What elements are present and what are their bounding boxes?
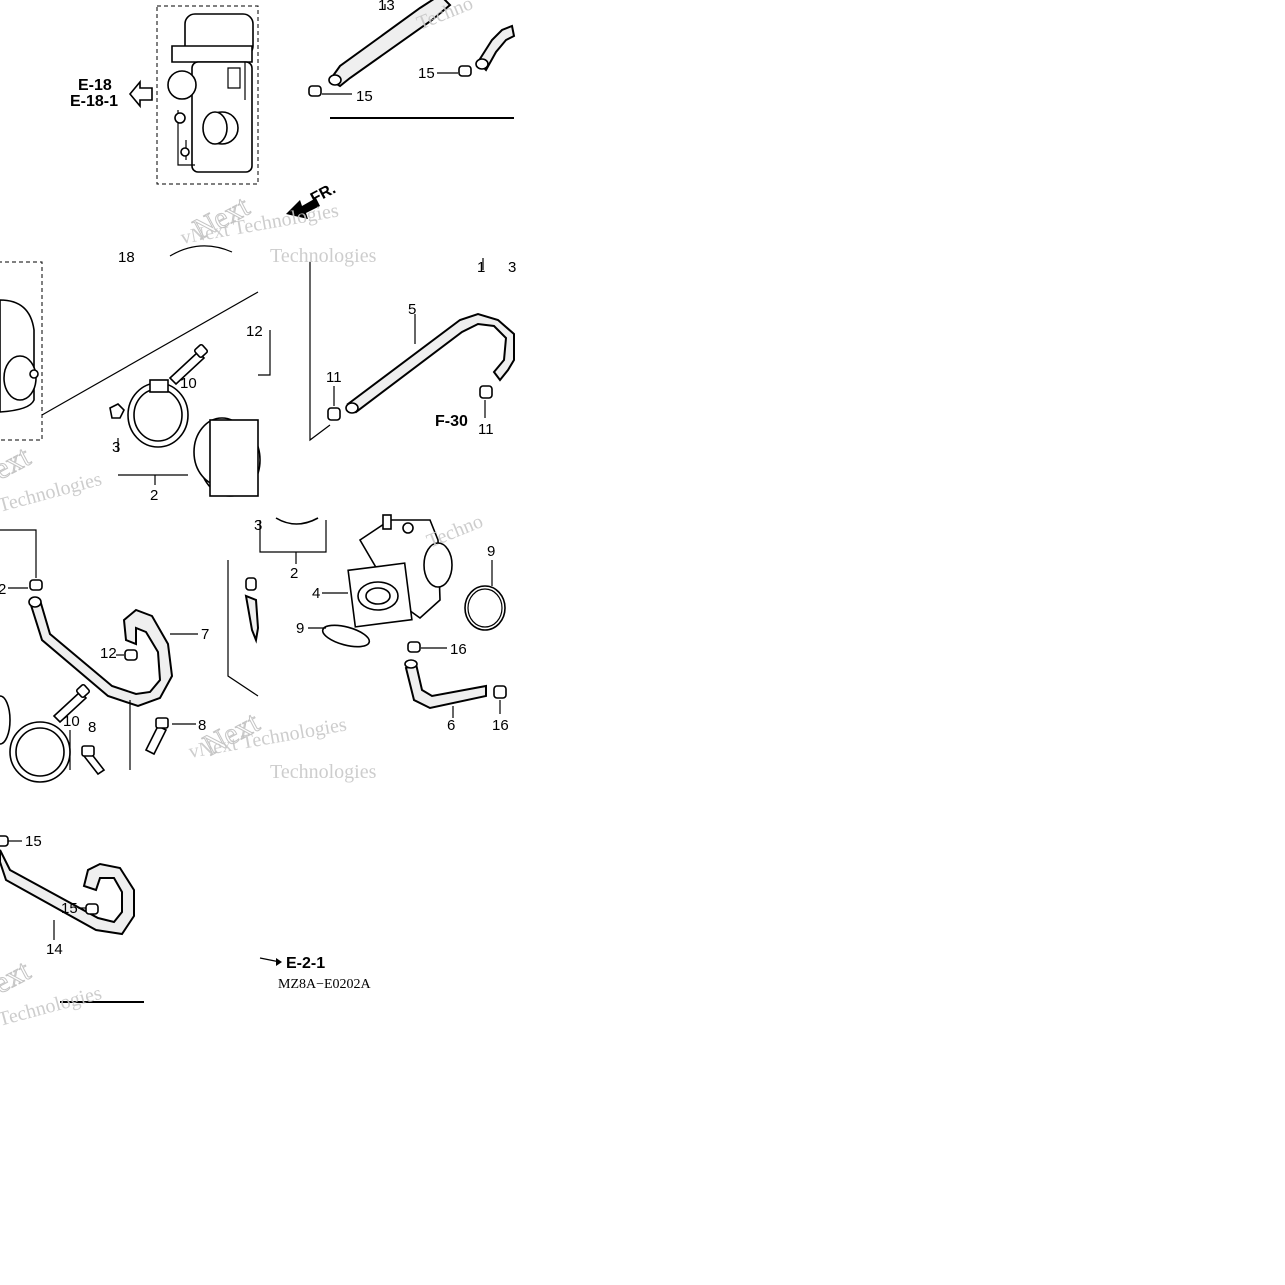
ref-f30: F-30: [435, 413, 468, 430]
callout-8-b: 8: [88, 719, 96, 736]
callout-14: 14: [46, 941, 63, 958]
callout-10-a: 10: [180, 375, 197, 392]
clamp-15-c: [0, 835, 9, 847]
callout-3-b: 3: [254, 517, 262, 534]
e2-1-arrow-icon: [276, 958, 282, 966]
clamp-band-partial: [0, 695, 71, 783]
callout-15-b: 15: [356, 88, 373, 105]
callout-16-b: 16: [492, 717, 509, 734]
hose-7-panel: 2 7 12 10 8 8: [0, 529, 377, 783]
ref-e2-1: E-2-1: [286, 955, 325, 972]
clamp-16-a: [407, 641, 421, 653]
carburetor-dashed-box-2: [0, 261, 43, 441]
bolt-8-b: [81, 745, 106, 776]
ref-e18-1: E-18-1: [70, 93, 118, 110]
insulator: [193, 417, 261, 497]
callout-9-b: 9: [296, 620, 304, 637]
callout-15-a: 15: [418, 65, 435, 82]
clamp-band-2: [127, 379, 189, 448]
o-ring-9-a: [464, 585, 506, 631]
callout-5: 5: [408, 301, 416, 318]
callout-3-a: 3: [112, 439, 120, 456]
hose-6: [404, 662, 487, 710]
callout-12-c: 12: [100, 645, 117, 662]
hose-13-end: [476, 24, 516, 72]
callout-6: 6: [447, 717, 455, 734]
e18-arrow-icon: [128, 79, 153, 109]
hose-5: [346, 312, 515, 414]
callout-7: 7: [201, 626, 209, 643]
callout-11-b: 11: [478, 421, 494, 438]
manifold-panel: 3 2 4 9 9 16 6: [254, 510, 509, 734]
callout-3-top: 3: [508, 259, 516, 276]
watermark-tech-3: Technologies: [270, 761, 377, 783]
clamp-12-b: [124, 649, 138, 661]
clamp-15-d: [85, 903, 99, 915]
gasket-9-b: [321, 624, 371, 648]
callout-4: 4: [312, 585, 320, 602]
bottom-references: E-2-1 MZ8A−E0202A: [259, 955, 372, 992]
callout-10-b: 10: [63, 713, 80, 730]
watermark-ext-2: ext: [0, 954, 36, 1001]
watermark-tech-2: Technologies: [270, 245, 377, 267]
hose-5-panel: Technologies 5 1 3 11 11 F-30: [270, 245, 516, 442]
hose-13: [328, 0, 452, 88]
callout-1: 1: [477, 259, 485, 276]
bolt-10-b: [52, 683, 91, 724]
callout-16-a: 16: [450, 641, 467, 658]
callout-13: 13: [378, 0, 395, 14]
part-code: MZ8A−E0202A: [278, 977, 372, 992]
callout-12-a: 12: [246, 323, 263, 340]
clamp-16-b: [493, 685, 507, 699]
nut-3: [109, 403, 125, 419]
insulator-clamp-panel: vNext Technologies Next 12 10 3 2: [0, 189, 341, 517]
callout-8-a: 8: [198, 717, 206, 734]
watermark-techno-2: Techno: [424, 510, 487, 552]
callout-12-b: 2: [0, 581, 6, 598]
callout-2-b: 2: [290, 565, 298, 582]
callout-18: 18: [118, 249, 135, 266]
hose-13-panel: 13 15 15 Techno: [308, 0, 516, 119]
bolt-10: [168, 343, 209, 386]
hose-7: [28, 598, 174, 708]
bolt-8-a: [144, 717, 169, 756]
clamp-15-b: [308, 85, 322, 97]
callout-11-a: 11: [326, 369, 342, 386]
ref-e18: E-18: [78, 77, 112, 94]
callout-9-a: 9: [487, 543, 495, 560]
carburetor-dashed-box: [156, 5, 259, 185]
hose-14-panel: 15 15 14 Technologies ext: [0, 833, 144, 1031]
carburetor-assembly-panel: E-18 E-18-1: [70, 5, 259, 185]
hose-14: [0, 849, 135, 936]
carburetor-drawing: [167, 13, 254, 173]
watermark-ext-1: ext: [0, 440, 36, 487]
clamp-12-a: [29, 579, 43, 591]
clamp-11-b: [479, 385, 493, 399]
callout-15-d: 15: [61, 900, 78, 917]
clamp-15-a: [458, 65, 472, 77]
callout-2-a: 2: [150, 487, 158, 504]
intake-manifold: [347, 514, 453, 628]
front-arrow-icon: [286, 198, 320, 219]
clamp-11-a: [327, 407, 341, 421]
callout-15-c: 15: [25, 833, 42, 850]
